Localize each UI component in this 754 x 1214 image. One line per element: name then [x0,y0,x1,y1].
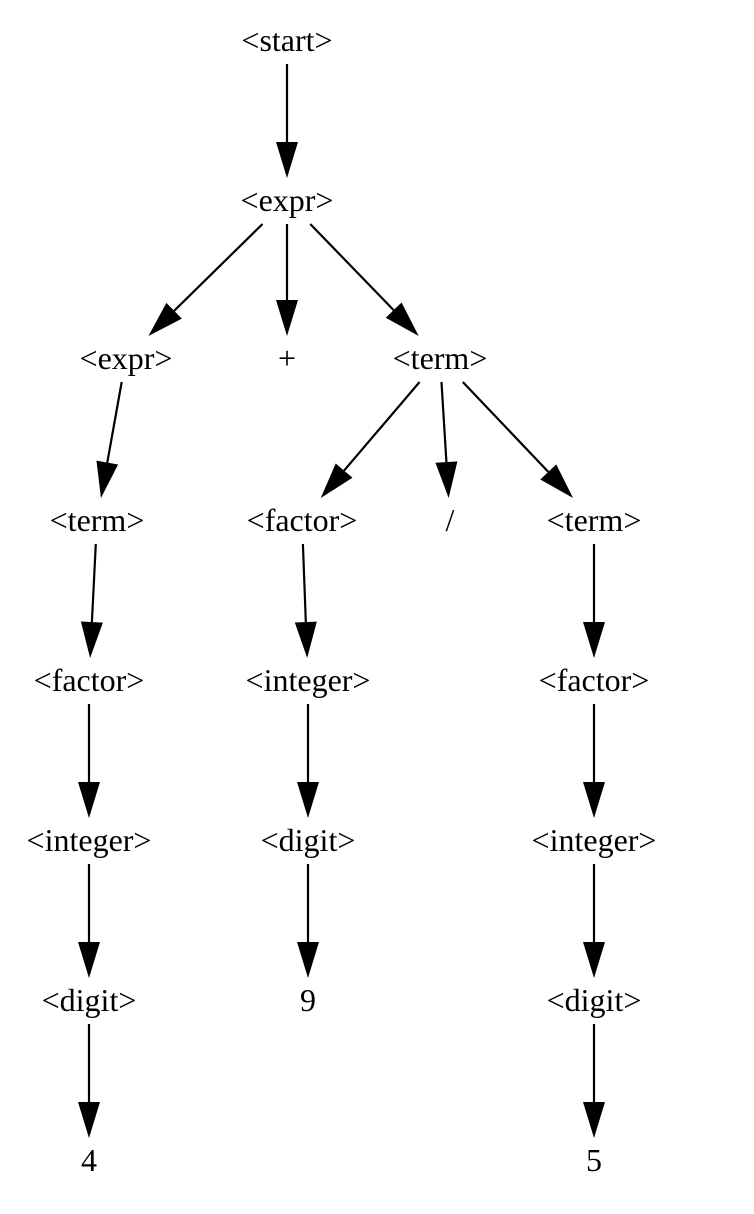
arrowhead-icon [78,1102,100,1138]
node-expr2: <expr> [80,340,173,376]
node-integer1: <integer> [246,662,371,698]
edge-factor2-integer2 [78,704,100,818]
edge-line [462,381,550,473]
node-term2: <term> [50,502,145,538]
node-term3: <term> [547,502,642,538]
edge-factor1-integer1 [294,543,317,658]
edge-factor3-integer3 [583,704,605,818]
edge-digit3-five [583,1024,605,1138]
edge-line [301,543,307,623]
node-five: 5 [586,1142,602,1178]
arrowhead-icon [276,300,298,336]
node-plus: + [278,340,296,376]
edge-line [90,543,97,623]
node-integer3: <integer> [532,822,657,858]
arrowhead-icon [297,942,319,978]
arrowhead-icon [78,942,100,978]
node-factor2: <factor> [34,662,145,698]
node-term1: <term> [393,340,488,376]
edge-line [106,381,123,463]
arrowhead-icon [80,621,103,658]
arrowhead-icon [385,302,419,336]
arrowhead-icon [435,461,458,498]
node-factor1: <factor> [247,502,358,538]
arrowhead-icon [148,302,182,336]
edge-start-expr1 [276,64,298,178]
arrowhead-icon [583,1102,605,1138]
edge-expr1-term1 [309,223,419,336]
node-slash: / [446,502,455,538]
edge-term1-term3 [462,381,574,498]
edge-line [173,223,264,312]
arrowhead-icon [294,621,317,658]
arrowhead-icon [583,782,605,818]
arrowhead-icon [583,942,605,978]
edge-line [440,381,448,463]
edge-expr1-plus [276,224,298,336]
edge-term1-slash [435,381,458,498]
edge-term2-factor2 [80,543,103,658]
edge-term1-factor1 [320,381,421,498]
node-integer2: <integer> [27,822,152,858]
arrowhead-icon [540,464,574,498]
edge-line [343,381,421,472]
arrowhead-icon [276,142,298,178]
edge-integer2-digit2 [78,864,100,978]
edge-integer1-digit1 [297,704,319,818]
edge-term3-factor3 [583,544,605,658]
node-start: <start> [241,22,332,58]
node-expr1: <expr> [241,182,334,218]
node-factor3: <factor> [539,662,650,698]
node-digit1: <digit> [261,822,356,858]
node-digit3: <digit> [547,982,642,1018]
arrowhead-icon [78,782,100,818]
node-four: 4 [81,1142,97,1178]
edge-digit2-four [78,1024,100,1138]
edge-integer3-digit3 [583,864,605,978]
node-digit2: <digit> [42,982,137,1018]
arrowhead-icon [583,622,605,658]
edge-digit1-nine [297,864,319,978]
arrowhead-icon [297,782,319,818]
arrowhead-icon [320,463,353,498]
edge-line [309,223,395,311]
arrowhead-icon [96,460,119,498]
node-nine: 9 [300,982,316,1018]
edge-expr1-expr2 [148,223,264,336]
edge-expr2-term2 [96,381,123,498]
